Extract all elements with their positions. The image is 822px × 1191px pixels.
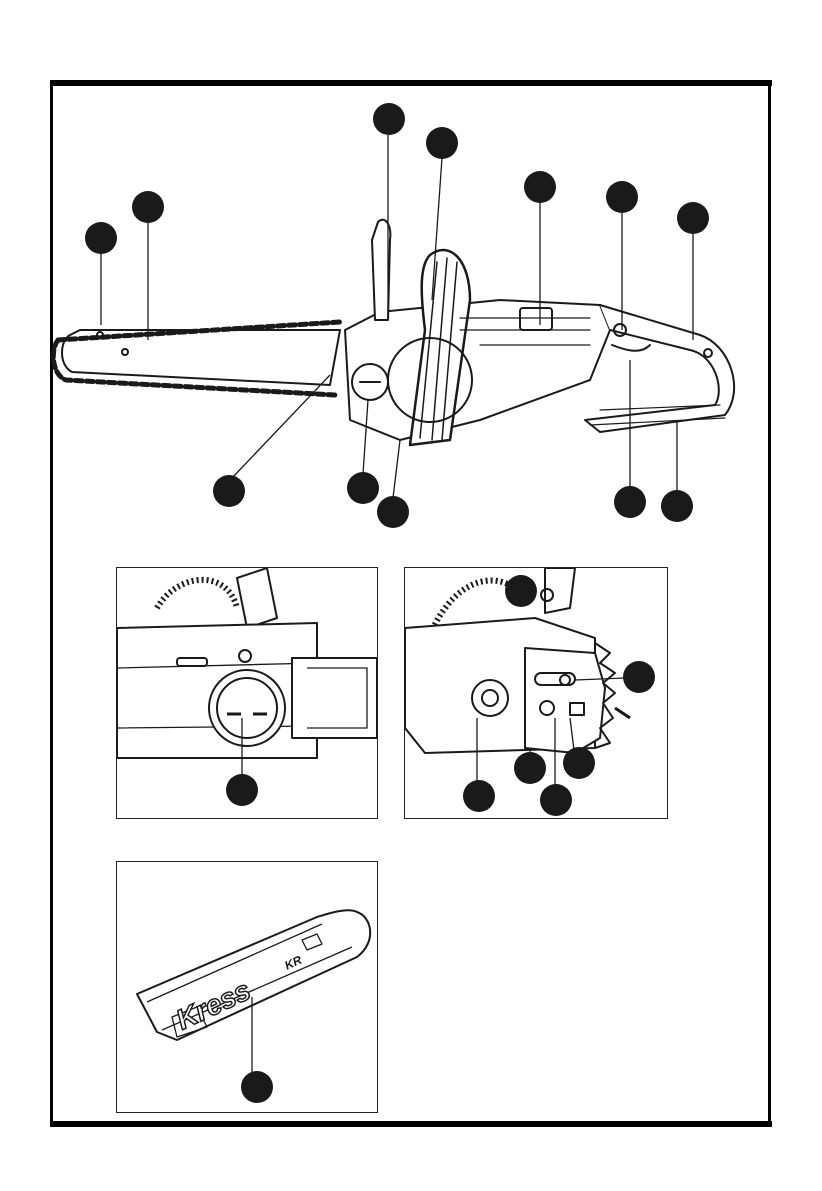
bar-cover <box>137 910 370 1040</box>
callout-marker <box>463 780 495 812</box>
bar-cover-panel: Kress KR <box>116 861 378 1113</box>
trigger <box>612 345 650 351</box>
chain-sprocket <box>525 648 605 753</box>
callout-marker <box>563 747 595 779</box>
callout-marker <box>213 475 245 507</box>
callout-marker <box>606 181 638 213</box>
chain-tensioner-detail-panel <box>404 567 668 819</box>
callout-marker <box>540 784 572 816</box>
callout-marker <box>514 752 546 784</box>
callout-marker <box>614 486 646 518</box>
bar-cover-figure: Kress KR <box>117 862 377 1112</box>
callout-marker <box>426 127 458 159</box>
callout-marker <box>661 490 693 522</box>
callout-marker <box>241 1071 273 1103</box>
callout-marker <box>623 661 655 693</box>
chainsaw-overview-figure <box>0 0 822 560</box>
callout-marker <box>505 575 537 607</box>
chain-tensioner-detail-figure <box>405 568 667 818</box>
oil-tank-detail-panel <box>116 567 378 819</box>
frame-bottom-rule <box>50 1121 772 1127</box>
callout-marker <box>373 103 405 135</box>
callout-marker <box>226 774 258 806</box>
callout-marker <box>132 191 164 223</box>
oil-tank-cap <box>209 670 285 746</box>
lock-off-button <box>520 308 552 330</box>
callout-marker <box>377 496 409 528</box>
oil-tank-detail-figure <box>117 568 377 818</box>
callout-marker <box>85 222 117 254</box>
callout-marker <box>347 472 379 504</box>
callout-marker <box>524 171 556 203</box>
callout-marker <box>677 202 709 234</box>
